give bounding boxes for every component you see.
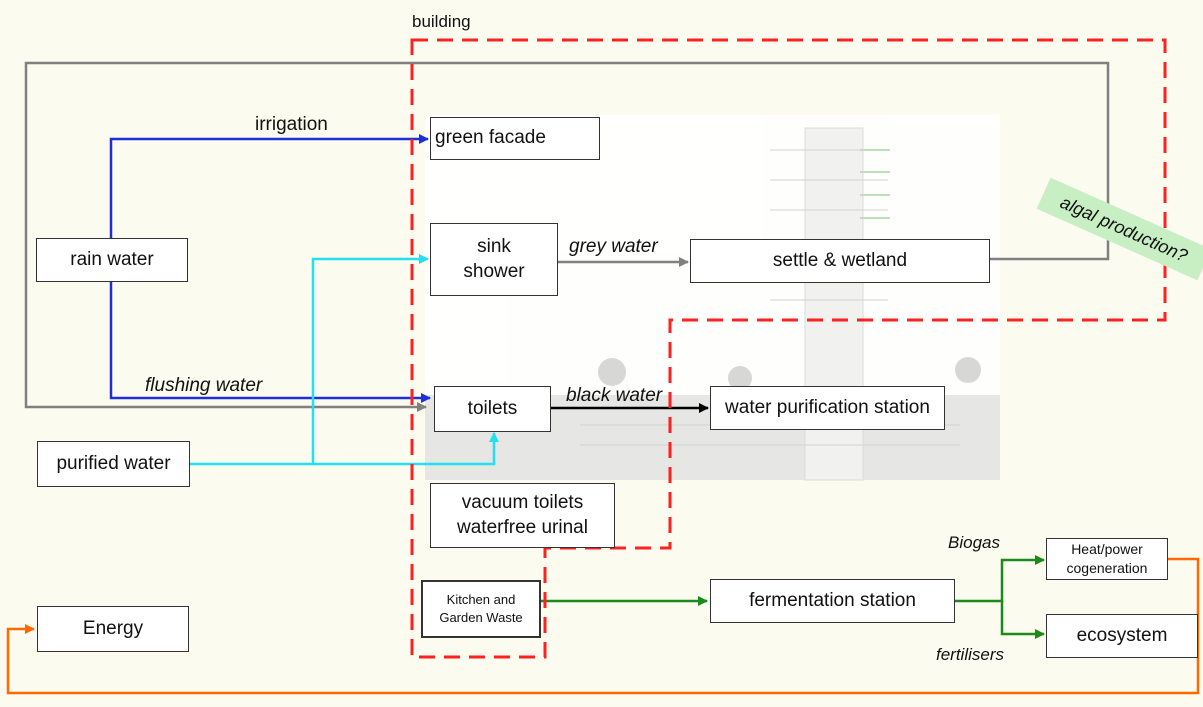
irrigation-label: irrigation: [255, 114, 328, 135]
node-rain-water: rain water: [36, 238, 188, 282]
node-settle-wetland: settle & wetland: [690, 239, 990, 283]
node-purified-water: purified water: [37, 441, 190, 487]
node-kitchen-garden-waste: Kitchen and Garden Waste: [421, 580, 541, 638]
node-vacuum-toilets: vacuum toilets waterfree urinal: [430, 483, 615, 548]
node-fermentation-station: fermentation station: [710, 579, 955, 623]
building-boundary: [410, 38, 1167, 659]
biogas-label: Biogas: [948, 533, 1000, 552]
node-sink-shower: sink shower: [430, 223, 558, 296]
purified-to-toilets-line: [313, 432, 499, 466]
node-ecosystem: ecosystem: [1046, 614, 1198, 658]
irrigation-line: [109, 134, 429, 238]
biogas-line: [955, 555, 1045, 603]
black-water-label: black water: [566, 385, 663, 406]
node-water-purification-station: water purification station: [710, 386, 945, 430]
grey-loop-line: [24, 61, 1110, 412]
grey-water-label: grey water: [569, 236, 658, 257]
flushing-line: [109, 282, 431, 403]
node-energy: Energy: [37, 606, 189, 652]
building-label: building: [412, 12, 471, 31]
node-green-facade: green facade: [430, 117, 600, 160]
fertilisers-line: [1000, 601, 1045, 639]
purified-to-sink-line: [190, 254, 429, 466]
fertilisers-label: fertilisers: [936, 645, 1005, 664]
energy-loop-line: [6, 557, 1200, 695]
flushing-water-label: flushing water: [145, 375, 263, 396]
node-heat-power-cogeneration: Heat/power cogeneration: [1046, 538, 1168, 580]
node-toilets: toilets: [434, 386, 551, 432]
